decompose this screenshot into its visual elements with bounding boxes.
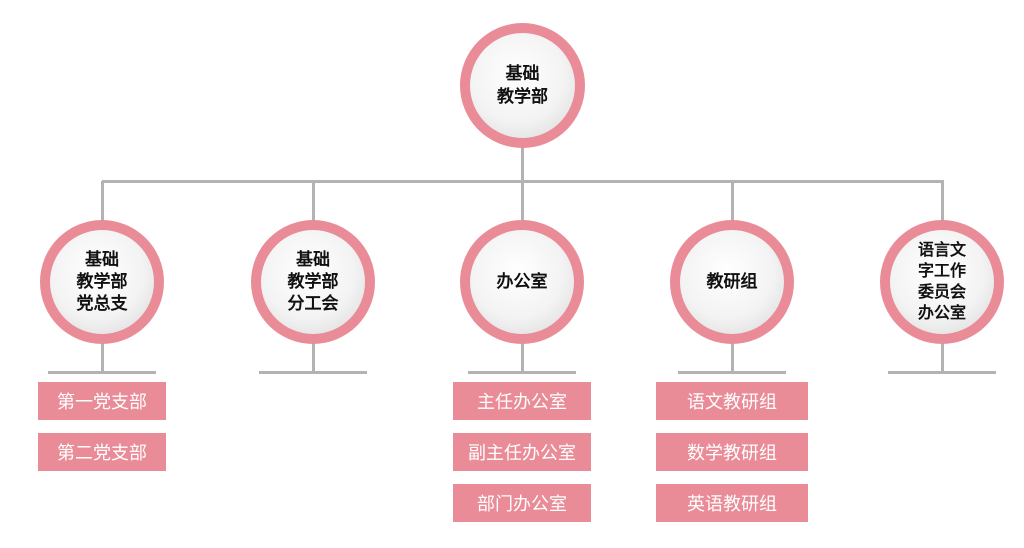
- branch-drop-trade-union: [312, 181, 315, 224]
- node-teaching-research: 教研组: [670, 220, 794, 344]
- node-office: 办公室: [460, 220, 584, 344]
- branch-drop-party-branch: [101, 181, 104, 224]
- node-label-office: 办公室: [496, 271, 548, 292]
- leaf-box: 数学教研组: [656, 433, 808, 471]
- branch-base-language-committee: [888, 371, 996, 374]
- leaf-box: 第二党支部: [38, 433, 166, 471]
- leaf-box: 副主任办公室: [453, 433, 591, 471]
- branch-base-trade-union: [259, 371, 367, 374]
- branch-drop-office: [521, 181, 524, 224]
- leaf-box: 主任办公室: [453, 382, 591, 420]
- node-language-committee: 语言文 字工作 委员会 办公室: [880, 220, 1004, 344]
- root-connector: [521, 145, 524, 181]
- branch-drop-language-committee: [941, 181, 944, 224]
- branch-base-party-branch: [48, 371, 156, 374]
- node-label-language-committee: 语言文 字工作 委员会 办公室: [917, 240, 966, 322]
- node-inner-trade-union: 基础 教学部 分工会: [261, 230, 365, 334]
- leaf-box: 语文教研组: [656, 382, 808, 420]
- root-node-label: 基础 教学部: [497, 64, 548, 107]
- node-label-teaching-research: 教研组: [706, 271, 758, 292]
- branch-base-teaching-research: [678, 371, 786, 374]
- node-label-trade-union: 基础 教学部 分工会: [287, 249, 339, 315]
- node-inner-teaching-research: 教研组: [680, 230, 784, 334]
- node-label-party-branch: 基础 教学部 党总支: [76, 249, 128, 315]
- node-inner-office: 办公室: [470, 230, 574, 334]
- node-trade-union: 基础 教学部 分工会: [251, 220, 375, 344]
- leaf-box: 部门办公室: [453, 484, 591, 522]
- branch-drop-teaching-research: [731, 181, 734, 224]
- node-inner-language-committee: 语言文 字工作 委员会 办公室: [890, 230, 994, 334]
- branch-base-office: [468, 371, 576, 374]
- leaf-box: 英语教研组: [656, 484, 808, 522]
- node-party-branch: 基础 教学部 党总支: [40, 220, 164, 344]
- node-inner-party-branch: 基础 教学部 党总支: [50, 230, 154, 334]
- root-node: 基础 教学部: [460, 23, 585, 148]
- branch-stem-office: [521, 340, 524, 372]
- branch-stem-party-branch: [101, 340, 104, 372]
- branch-stem-language-committee: [941, 340, 944, 372]
- leaf-box: 第一党支部: [38, 382, 166, 420]
- branch-stem-trade-union: [312, 340, 315, 372]
- branch-stem-teaching-research: [731, 340, 734, 372]
